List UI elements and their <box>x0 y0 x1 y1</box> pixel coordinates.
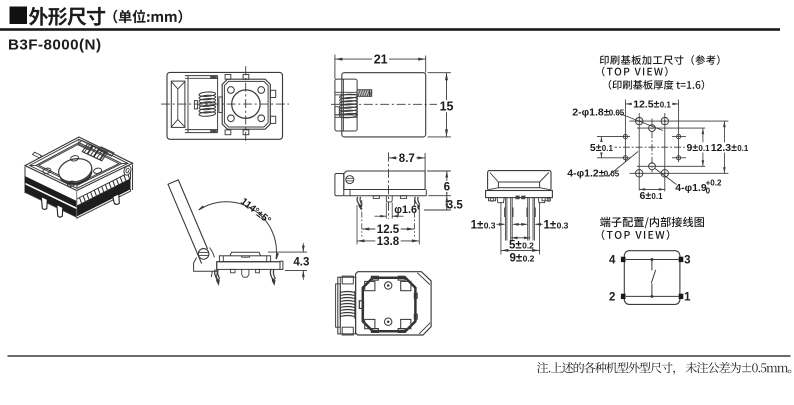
svg-text:0.1: 0.1 <box>737 144 749 153</box>
svg-text:1±: 1± <box>471 219 484 231</box>
svg-text:0.3: 0.3 <box>484 220 496 230</box>
svg-text:21: 21 <box>374 53 388 67</box>
svg-text:0.05: 0.05 <box>609 109 625 118</box>
svg-text:3.5: 3.5 <box>447 200 464 212</box>
svg-text:13.8: 13.8 <box>377 236 400 248</box>
svg-text:6: 6 <box>444 181 450 193</box>
svg-text:0.2: 0.2 <box>522 240 534 250</box>
svg-text:5±: 5± <box>509 239 522 251</box>
svg-text:114°±5°: 114°±5° <box>238 196 273 226</box>
svg-text:12.5: 12.5 <box>377 224 400 236</box>
svg-text:0.1: 0.1 <box>698 144 710 153</box>
svg-text:0.2: 0.2 <box>523 253 535 263</box>
svg-text:0.1: 0.1 <box>602 144 614 153</box>
svg-text:0.05: 0.05 <box>604 170 620 179</box>
svg-text:B3F-8000(N): B3F-8000(N) <box>8 37 101 54</box>
svg-text:1: 1 <box>684 291 691 303</box>
svg-text:15: 15 <box>440 100 454 114</box>
svg-text:4.3: 4.3 <box>293 256 309 268</box>
svg-text:8.7: 8.7 <box>399 153 415 165</box>
svg-text:φ1.6: φ1.6 <box>394 204 417 216</box>
svg-text:4-φ1.2±: 4-φ1.2± <box>567 168 604 180</box>
svg-text:+0.2: +0.2 <box>706 179 722 188</box>
svg-text:12.3±: 12.3± <box>711 142 737 154</box>
svg-text:9±: 9± <box>687 142 699 154</box>
svg-text:0.1: 0.1 <box>651 192 663 201</box>
svg-text:5±: 5± <box>590 142 602 154</box>
svg-text:12.5±: 12.5± <box>633 99 659 111</box>
svg-text:6±: 6± <box>640 190 652 202</box>
svg-text:0.3: 0.3 <box>557 220 569 230</box>
svg-text:1±: 1± <box>544 219 557 231</box>
svg-text:2-φ1.8±: 2-φ1.8± <box>572 107 609 119</box>
svg-text:2: 2 <box>609 291 615 303</box>
svg-text:0.1: 0.1 <box>660 101 672 110</box>
svg-text:0: 0 <box>706 186 711 195</box>
svg-text:3: 3 <box>684 255 690 267</box>
svg-text:4: 4 <box>609 255 616 267</box>
svg-text:9±: 9± <box>510 252 523 264</box>
svg-text:4-φ1.9: 4-φ1.9 <box>675 182 707 194</box>
